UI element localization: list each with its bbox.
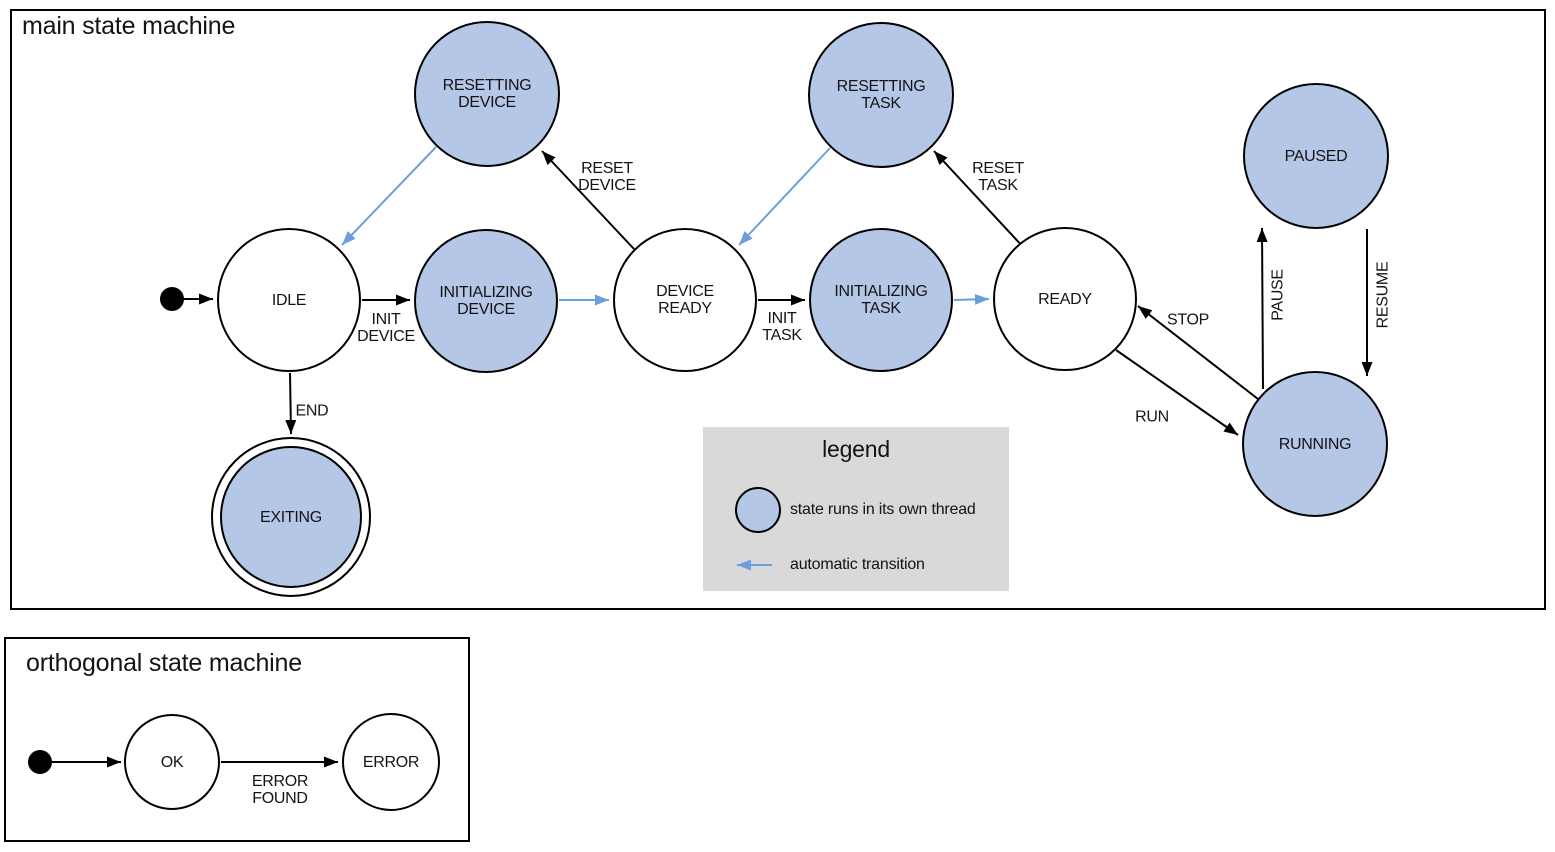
state-device-ready-label: DEVICE READY [656, 283, 714, 317]
state-ready: READY [993, 227, 1137, 371]
state-exiting-inner-circle: EXITING [220, 446, 362, 588]
state-exiting-final: EXITING [211, 437, 371, 597]
transition-init-task-label: INIT TASK [762, 310, 802, 344]
legend-title: legend [822, 436, 890, 462]
state-initializing-task: INITIALIZING TASK [809, 228, 953, 372]
state-ok: OK [124, 714, 220, 810]
state-resetting-device: RESETTING DEVICE [414, 21, 560, 167]
state-device-ready: DEVICE READY [613, 228, 757, 372]
legend-thread-item-label: state runs in its own thread [790, 501, 976, 518]
transition-resume-label: RESUME [1374, 261, 1392, 329]
state-resetting-device-label: RESETTING DEVICE [442, 77, 532, 111]
threaded-state-sample-icon [735, 487, 781, 533]
state-error-label: ERROR [362, 753, 420, 771]
state-paused-label: PAUSED [1284, 147, 1348, 165]
state-idle-label: IDLE [271, 291, 307, 309]
main-machine-title: main state machine [22, 12, 236, 40]
transition-run-label: RUN [1135, 408, 1169, 426]
state-error: ERROR [342, 713, 440, 811]
transition-end-label: END [295, 402, 329, 420]
transition-reset-device-label: RESET DEVICE [578, 160, 636, 194]
transition-reset-task-label: RESET TASK [972, 160, 1024, 194]
state-resetting-task: RESETTING TASK [808, 22, 954, 168]
state-initializing-task-label: INITIALIZING TASK [834, 283, 928, 317]
state-paused: PAUSED [1243, 83, 1389, 229]
state-idle: IDLE [217, 228, 361, 372]
legend-box: legend state runs in its own thread auto… [703, 427, 1009, 591]
orthogonal-machine-title: orthogonal state machine [26, 649, 302, 677]
state-exiting-label: EXITING [260, 508, 322, 526]
state-initializing-device-label: INITIALIZING DEVICE [439, 284, 533, 318]
state-running: RUNNING [1242, 371, 1388, 517]
state-ok-label: OK [160, 753, 184, 771]
state-initializing-device: INITIALIZING DEVICE [414, 229, 558, 373]
transition-pause-label: PAUSE [1269, 269, 1287, 321]
state-running-label: RUNNING [1278, 435, 1352, 453]
legend-auto-item-label: automatic transition [790, 556, 925, 573]
transition-stop-label: STOP [1166, 311, 1210, 329]
transition-error-found-label: ERROR FOUND [251, 773, 309, 807]
state-resetting-task-label: RESETTING TASK [836, 78, 926, 112]
transition-init-device-label: INIT DEVICE [357, 311, 415, 345]
state-ready-label: READY [1038, 290, 1092, 308]
